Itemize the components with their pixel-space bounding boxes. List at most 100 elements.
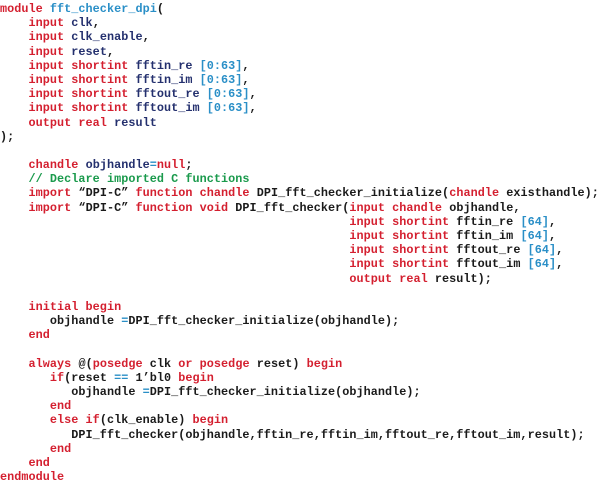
code-line bbox=[0, 343, 599, 357]
code-line: end bbox=[0, 442, 599, 456]
code-token: DPI_fft_checker(objhandle,fftin_re,fftin… bbox=[0, 427, 585, 442]
identifier-token: fftin_re bbox=[135, 58, 200, 73]
code-token: clk bbox=[149, 356, 179, 371]
keyword-token: or posedge bbox=[178, 356, 257, 371]
identifier-token: fftout_im bbox=[135, 101, 207, 116]
literal-token: [0:63] bbox=[206, 101, 250, 116]
keyword-token: chandle bbox=[0, 158, 86, 173]
code-line bbox=[0, 286, 599, 300]
literal-token: [0:63] bbox=[199, 58, 243, 73]
identifier-token: result bbox=[114, 115, 157, 130]
keyword-token: import bbox=[0, 200, 79, 215]
code-line: ); bbox=[0, 130, 599, 144]
literal-token: [0:63] bbox=[206, 87, 250, 102]
keyword-token: end bbox=[0, 328, 50, 343]
literal-token: = bbox=[149, 158, 157, 173]
keyword-token: input chandle bbox=[349, 200, 450, 215]
keyword-token: input shortint bbox=[0, 101, 136, 116]
keyword-token: always bbox=[0, 356, 79, 371]
code-line bbox=[0, 144, 599, 158]
literal-token: [64] bbox=[527, 257, 557, 272]
keyword-token: posedge bbox=[92, 356, 150, 371]
keyword-token: endmodule bbox=[0, 470, 65, 484]
code-line: import “DPI-C” function void DPI_fft_che… bbox=[0, 201, 599, 215]
code-line: end bbox=[0, 328, 599, 342]
identifier-token: fftin_im bbox=[135, 72, 200, 87]
code-line: import “DPI-C” function chandle DPI_fft_… bbox=[0, 186, 599, 200]
keyword-token: input bbox=[0, 30, 72, 45]
code-line: initial begin bbox=[0, 300, 599, 314]
code-line: always @(posedge clk or posedge reset) b… bbox=[0, 357, 599, 371]
keyword-token: import bbox=[0, 186, 79, 201]
code-line: input shortint fftout_im [0:63], bbox=[0, 101, 599, 115]
keyword-token: module bbox=[0, 2, 50, 16]
code-line: input shortint fftin_re [64], bbox=[0, 215, 599, 229]
code-token: , bbox=[556, 243, 564, 258]
code-line: output real result); bbox=[0, 272, 599, 286]
keyword-token: function void bbox=[135, 200, 236, 215]
code-token: objhandle bbox=[0, 314, 122, 329]
code-line: // Declare imported C functions bbox=[0, 172, 599, 186]
code-token: “DPI-C” bbox=[78, 200, 136, 215]
literal-token: fft_checker_dpi bbox=[49, 2, 157, 16]
code-token: reset) bbox=[256, 356, 307, 371]
code-line: input shortint fftout_im [64], bbox=[0, 257, 599, 271]
keyword-token: input shortint bbox=[0, 229, 457, 243]
code-token: ); bbox=[0, 129, 15, 144]
keyword-token: input bbox=[0, 16, 72, 31]
code-token: “DPI-C” bbox=[78, 186, 136, 201]
keyword-token: input shortint bbox=[0, 58, 136, 73]
keyword-token: end bbox=[0, 456, 50, 470]
code-line: input shortint fftin_re [0:63], bbox=[0, 59, 599, 73]
keyword-token: chandle bbox=[449, 186, 507, 201]
literal-token: [64] bbox=[520, 214, 549, 229]
keyword-token: begin bbox=[306, 356, 343, 371]
keyword-token: output real bbox=[0, 115, 115, 130]
literal-token: [0:63] bbox=[199, 72, 243, 87]
code-line: if(reset == 1’bl0 begin bbox=[0, 371, 599, 385]
keyword-token: input shortint bbox=[0, 87, 136, 102]
code-token: , bbox=[548, 214, 557, 229]
keyword-token: input bbox=[0, 44, 72, 59]
code-line: DPI_fft_checker(objhandle,fftin_re,fftin… bbox=[0, 428, 599, 442]
code-token: DPI_fft_checker_initialize( bbox=[256, 186, 450, 201]
code-token: , bbox=[92, 16, 100, 31]
code-token: objhandle bbox=[0, 385, 143, 400]
code-line: input clk_enable, bbox=[0, 30, 599, 44]
code-line: output real result bbox=[0, 116, 599, 130]
code-token: DPI_fft_checker_initialize(objhandle); bbox=[128, 314, 400, 329]
code-line: objhandle =DPI_fft_checker_initialize(ob… bbox=[0, 314, 599, 328]
literal-token: [64] bbox=[527, 243, 557, 258]
identifier-token: clk bbox=[71, 16, 93, 31]
identifier-token: clk_enable bbox=[71, 30, 143, 45]
literal-token: = bbox=[142, 385, 150, 400]
keyword-token: initial begin bbox=[0, 299, 122, 314]
keyword-token: else if bbox=[0, 413, 100, 428]
code-token: (clk_enable) bbox=[99, 413, 193, 428]
code-line: objhandle =DPI_fft_checker_initialize(ob… bbox=[0, 385, 599, 399]
code-line: input shortint fftout_re [64], bbox=[0, 243, 599, 257]
keyword-token: input shortint bbox=[0, 257, 457, 272]
code-token: , bbox=[242, 72, 250, 87]
code-token: , bbox=[548, 229, 557, 243]
code-line: end bbox=[0, 456, 599, 470]
keyword-token: begin bbox=[192, 413, 229, 428]
identifier-token: objhandle bbox=[85, 158, 150, 173]
keyword-token: null bbox=[156, 158, 186, 173]
code-line: end bbox=[0, 399, 599, 413]
code-token: fftout_im bbox=[456, 257, 528, 272]
code-token: , bbox=[106, 44, 115, 59]
code-token: , bbox=[242, 58, 250, 73]
code-line: chandle objhandle=null; bbox=[0, 158, 599, 172]
code-line: endmodule bbox=[0, 470, 599, 484]
keyword-token: input shortint bbox=[0, 243, 457, 258]
code-line: input shortint fftin_im [64], bbox=[0, 229, 599, 243]
code-token: , bbox=[142, 30, 150, 45]
code-token: , bbox=[249, 101, 257, 116]
code-token: , bbox=[556, 257, 564, 272]
code-token: fftin_im bbox=[456, 229, 521, 243]
code-token: fftout_re bbox=[456, 243, 528, 258]
keyword-token: input shortint bbox=[0, 214, 457, 229]
code-token: DPI_fft_checker_initialize(objhandle); bbox=[149, 385, 421, 400]
